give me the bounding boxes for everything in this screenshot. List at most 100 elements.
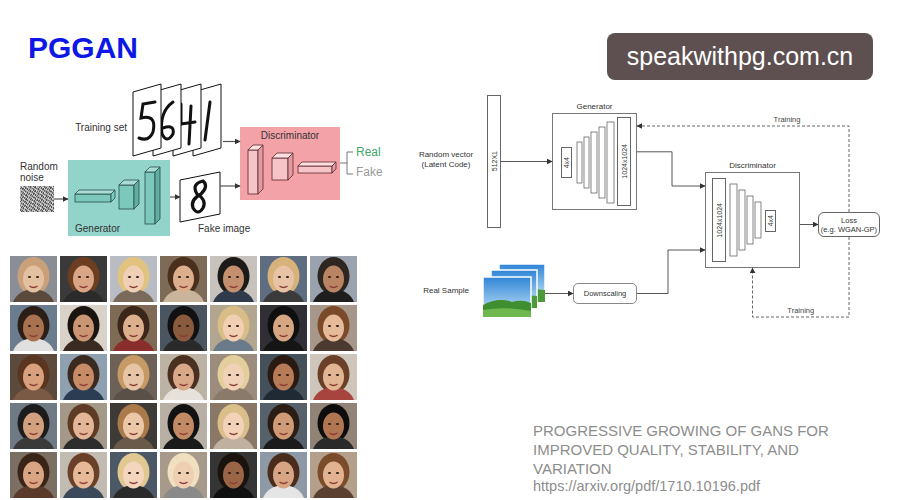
face-photo [10,256,57,302]
node-text: 4x4 [563,157,570,168]
layer-rect: 1024x1024 [712,178,726,262]
generator-box: Generator [68,160,170,236]
digit-card [180,172,220,222]
node-text: Loss [841,216,857,225]
loss-box: Loss(e.g. WGAN-GP) [818,212,880,237]
landscape-photo [483,277,531,317]
landscape-photo [499,264,545,302]
discriminator-box: Discriminator [240,127,340,200]
landscape-photo [483,300,531,317]
face-photo [310,256,357,302]
face-photo [310,305,357,351]
face-photo [260,256,307,302]
face-photo [160,452,207,498]
edge-label: Training [774,115,801,124]
face-photo [110,403,157,449]
face-photo [260,403,307,449]
input-label: Random vector (Latent Code) [410,150,482,170]
layer-rect: 4x4 [765,210,776,232]
face-photo [260,305,307,351]
face-grid [10,256,357,498]
face-photo [60,256,107,302]
face-photo [160,305,207,351]
face-photo [260,452,307,498]
landscape-photo [499,288,545,302]
connector-arrow [170,196,180,197]
fake-card [180,172,220,222]
face-photo [210,354,257,400]
digit-card [193,84,221,156]
node-text: 1024x1024 [621,144,628,179]
connector-arrow [800,224,818,225]
face-photo [60,403,107,449]
node-text: 4x4 [767,215,774,226]
digit-card [173,84,201,156]
digit-stroke [181,104,195,144]
face-photo [110,305,157,351]
face-photo [310,403,357,449]
slide-title: PGGAN [28,33,138,63]
face-photo [60,452,107,498]
landscape-photo [491,270,537,308]
face-photo [110,452,157,498]
watermark: speakwithpg.com.cn [607,33,873,80]
edge-label: Training [787,306,814,315]
node-text: Fake image [198,223,250,234]
process-box: Downscaling [573,283,637,304]
digit-stroke [161,102,173,139]
output-lines [340,152,353,174]
real-sample-photos [483,264,545,317]
discriminator-box: Discriminator1024x10244x4 [705,172,800,268]
landscape-photo [491,294,537,308]
node-text: Generator [533,102,656,111]
training-cards [133,84,221,156]
noise-image: Random noise [20,186,54,212]
face-photo [160,403,207,449]
face-photo [210,452,257,498]
face-photo [310,354,357,400]
node-text: Downscaling [584,289,627,298]
face-photo [110,354,157,400]
face-photo [210,256,257,302]
connector-arrow [223,141,240,142]
face-photo [10,403,57,449]
node-text: Generator [75,223,120,234]
digit-stroke [192,181,205,212]
face-photo [10,305,57,351]
face-photo [60,305,107,351]
layer-rect: 1024x1024 [617,117,631,206]
face-photo [210,305,257,351]
output-label: Fake [356,165,383,179]
digit-stroke [139,102,155,139]
face-photo [160,354,207,400]
node-text: Discriminator [686,161,819,170]
face-photo [260,354,307,400]
connector-arrow [220,185,240,186]
connector-arrow [501,161,552,162]
face-photo [160,256,207,302]
connector-arrow [54,198,68,199]
connector-arrow [637,152,705,186]
face-photo [60,354,107,400]
face-photo [210,403,257,449]
fake-image: Fake image [180,172,220,222]
digit-card [133,84,161,156]
node-text: 1024x1024 [716,203,723,238]
node-text: (e.g. WGAN-GP) [821,225,877,234]
node-text: Discriminator [240,130,340,141]
landscape-photo [483,308,531,317]
face-photo [10,354,57,400]
face-photo [10,452,57,498]
node-text: Random noise [20,161,70,183]
connector-arrow [637,250,705,294]
connector-arrow [545,293,573,294]
node-text: Real Sample [423,286,469,295]
face-photo [110,256,157,302]
digit-card [153,84,181,156]
layer-rect: 4x4 [561,147,572,178]
paper-link: https://arxiv.org/pdf/1710.10196.pdf [533,478,760,494]
latent-vector: 512X1 [487,95,501,228]
node-text: 512X1 [491,151,498,171]
node-text: Training set [75,122,127,133]
